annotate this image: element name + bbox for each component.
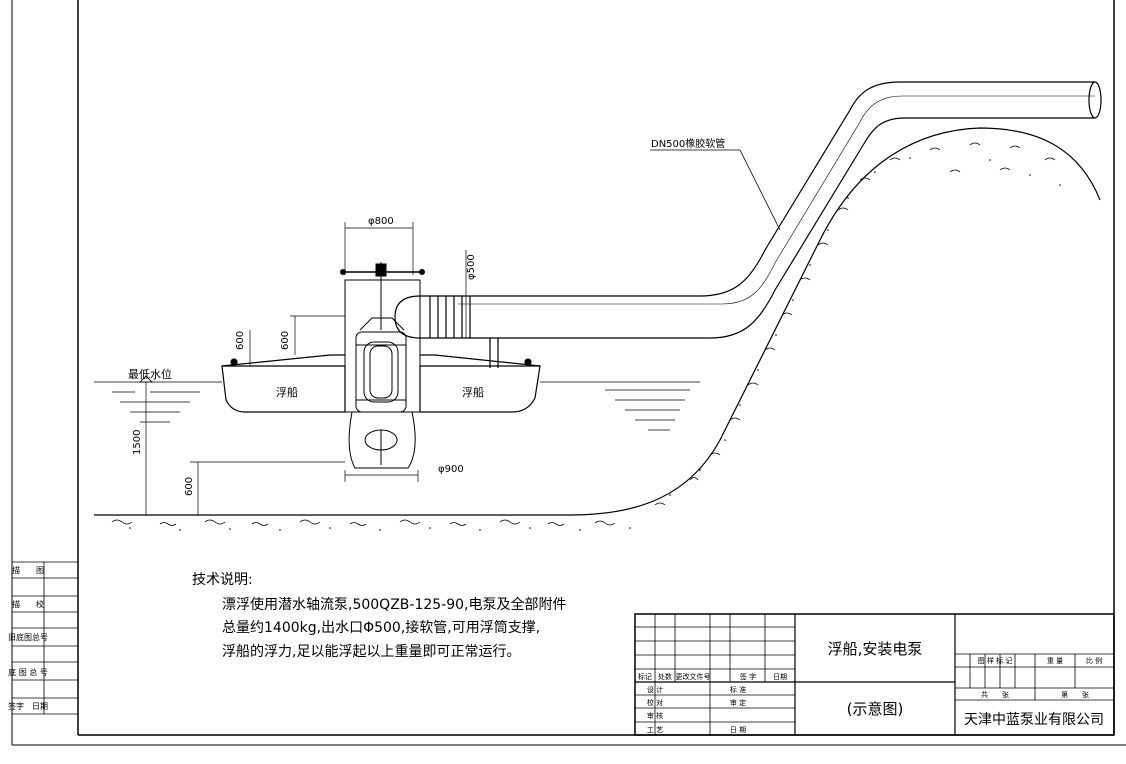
hose-label: DN500橡胶软管 — [651, 137, 725, 150]
rev-header-sign: 签 字 — [740, 672, 756, 681]
notes-line-1: 漂浮使用潜水轴流泵,500QZB-125-90,电泵及全部附件 — [222, 596, 566, 613]
dimension-lines — [145, 222, 467, 515]
sheet-frame — [11, 0, 1126, 746]
side-label-1: 描 图 — [12, 565, 44, 575]
sign-review-label: 审 核 — [647, 711, 663, 720]
dim-top-width: φ800 — [368, 216, 394, 227]
hose-leader-diag — [739, 149, 781, 231]
sign-approve-label: 审 定 — [730, 698, 746, 707]
title-block — [634, 613, 1115, 736]
min-water-level-label: 最低水位 — [128, 367, 172, 381]
ground — [94, 127, 1101, 526]
soil-dots — [129, 157, 1061, 531]
rev-header-date: 日期 — [773, 673, 787, 681]
water — [94, 381, 700, 431]
mark-header-weight: 重 量 — [1047, 657, 1063, 665]
pontoon-right-label: 浮船 — [462, 385, 484, 399]
notes-line-3: 浮船的浮力,足以能浮起以上重量即可正常运行。 — [222, 644, 520, 660]
side-label-3: 旧底图总号 — [8, 632, 48, 642]
side-panel — [12, 561, 78, 715]
mark-header-pattern: 图 样 标 记 — [978, 656, 1013, 665]
dim-outlet: φ500 — [466, 254, 477, 280]
mark-header-scale: 比 例 — [1086, 656, 1102, 665]
company-name: 天津中蓝泵业有限公司 — [964, 712, 1104, 728]
dim-bottom-width: φ900 — [438, 464, 464, 475]
hose — [394, 81, 1102, 368]
pump-assembly — [340, 262, 425, 469]
side-label-2: 描 校 — [12, 599, 44, 609]
sign-process-label: 工 艺 — [647, 726, 663, 734]
drawing-name: 浮船,安装电泵 — [828, 640, 923, 658]
rev-header-mark: 标记 — [638, 672, 652, 681]
drawing-subname: (示意图) — [847, 700, 904, 718]
rev-header-doc: 更改文件号 — [676, 672, 711, 681]
pontoons — [221, 354, 541, 413]
notes-title: 技术说明: — [192, 572, 253, 588]
sign-check-label: 校 对 — [647, 698, 663, 707]
sheet-total: 共 张 — [981, 690, 1009, 699]
rev-header-count: 处数 — [658, 672, 672, 681]
notes-line-2: 总量约1400kg,出水口Φ500,接软管,可用浮筒支撑, — [222, 619, 540, 636]
sheet-number: 第 张 — [1061, 690, 1089, 699]
sign-design-label: 设 计 — [647, 685, 663, 694]
side-label-5: 签字 日期 — [8, 701, 48, 711]
sign-standard-label: 标 准 — [730, 685, 746, 694]
dim-600-b: 600 — [280, 331, 291, 350]
side-label-4: 底 图 总 号 — [8, 667, 48, 677]
sign-date-label: 日 期 — [730, 726, 746, 734]
dim-600-c: 600 — [184, 477, 195, 496]
pontoon-left-label: 浮船 — [276, 385, 298, 399]
dim-1500: 1500 — [132, 430, 143, 455]
dim-600-a: 600 — [235, 331, 246, 350]
